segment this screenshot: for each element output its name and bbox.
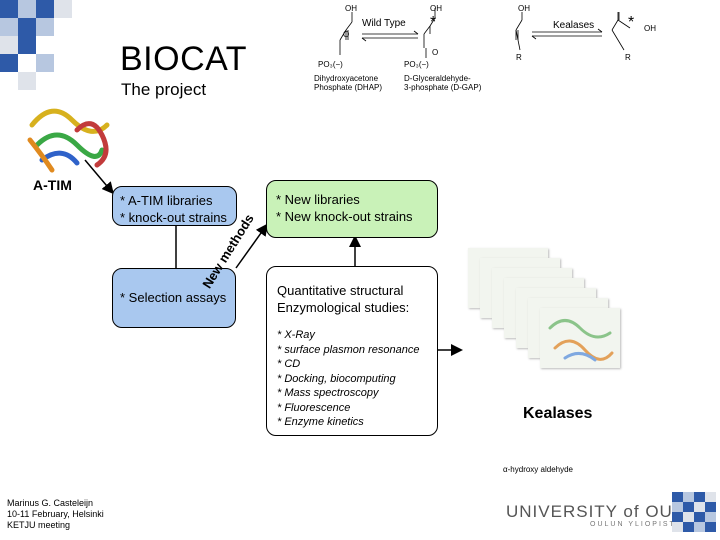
dhap-oh: OH	[345, 4, 357, 13]
new-libraries-line: * New libraries	[276, 192, 360, 207]
kealase-oh: OH	[518, 4, 530, 13]
dhap-po3: PO₃(−)	[318, 60, 343, 69]
selection-assays-line: * Selection assays	[120, 290, 227, 305]
method-item: * CD	[277, 358, 301, 370]
gap-o: O	[432, 48, 439, 57]
footer-author: Marinus G. Casteleijn	[7, 498, 94, 508]
method-item: * Mass spectroscopy	[277, 387, 379, 399]
atim-libraries-box: * A-TIM libraries * knock-out strains	[112, 186, 237, 226]
atim-label: A-TIM	[33, 177, 72, 193]
kealase-r: R	[516, 53, 522, 62]
gap-oh: OH	[430, 4, 442, 13]
reaction-bonds	[339, 8, 631, 58]
hydroxy-aldehyde-caption: α-hydroxy aldehyde	[503, 465, 573, 474]
methods-list: * X-Ray * surface plasmon resonance * CD…	[277, 328, 437, 430]
university-logo	[672, 492, 716, 532]
university-name: UNIVERSITY of OULU	[506, 502, 697, 521]
dhap-name-1: Dihydroxyacetone	[314, 74, 379, 83]
selection-assays-box: * Selection assays	[112, 268, 236, 328]
footer-meeting: KETJU meeting	[7, 520, 71, 530]
slide-title: BIOCAT	[120, 40, 248, 78]
method-item: * Enzyme kinetics	[277, 416, 364, 428]
structural-studies-box: Quantitative structural Enzymological st…	[266, 266, 438, 436]
method-item: * X-Ray	[277, 329, 315, 341]
gap-po3: PO₃(−)	[404, 60, 429, 69]
structural-line-1: Quantitative structural	[277, 283, 404, 298]
wild-type-label: Wild Type	[362, 18, 406, 29]
slide-subtitle: The project	[121, 80, 207, 99]
dhap-name-2: Phosphate (DHAP)	[314, 83, 383, 92]
footer-credits: Marinus G. Casteleijn 10-11 February, He…	[7, 498, 104, 531]
gap-name-1: D-Glyceraldehyde-	[404, 74, 471, 83]
protein-structure-image	[27, 108, 110, 173]
kealase-product-oh: OH	[644, 24, 656, 33]
structural-line-2: Enzymological studies:	[277, 300, 410, 315]
kealases-title: Kealases	[523, 405, 593, 422]
wild-type-star: *	[430, 14, 437, 31]
method-item: * surface plasmon resonance	[277, 343, 420, 356]
atim-libraries-line: * A-TIM libraries	[120, 193, 213, 208]
method-item: * Docking, biocomputing	[277, 372, 396, 385]
gap-name-2: 3-phosphate (D-GAP)	[404, 83, 482, 92]
footer-date-place: 10-11 February, Helsinki	[7, 509, 104, 519]
kealase-star: *	[628, 14, 635, 31]
knockout-strains-line: * knock-out strains	[120, 210, 227, 225]
method-item: * Fluorescence	[277, 401, 351, 414]
kealase-product-r: R	[625, 53, 631, 62]
new-libraries-box: * New libraries * New knock-out strains	[266, 180, 438, 238]
kealases-reaction-label: Kealases	[553, 20, 595, 31]
dhap-o: O	[343, 30, 350, 39]
new-knockout-strains-line: * New knock-out strains	[276, 209, 413, 224]
university-finnish-name: OULUN YLIOPISTO	[590, 521, 684, 528]
